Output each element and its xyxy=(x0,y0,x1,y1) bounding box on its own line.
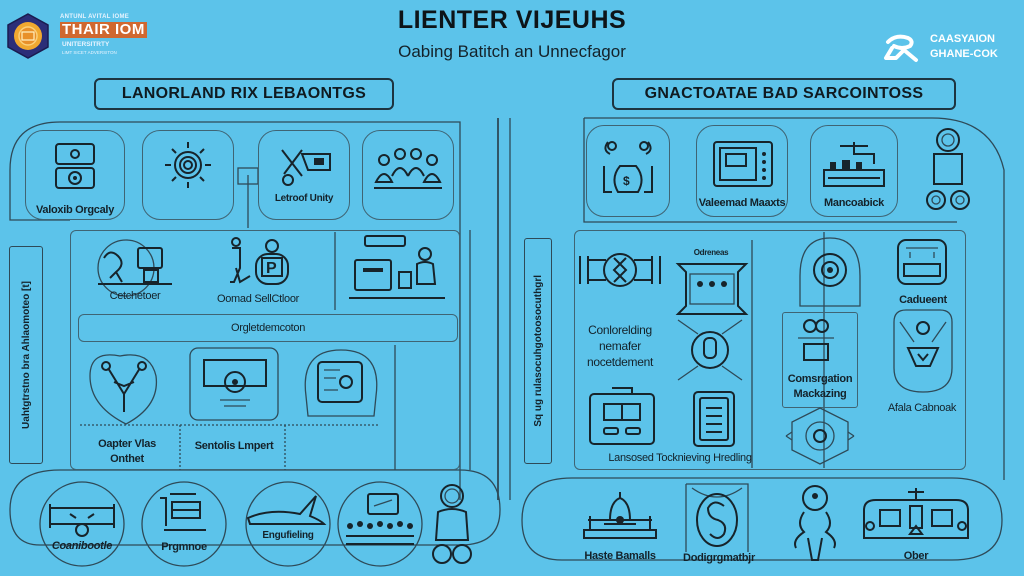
left-logo-line3: UNITERSITRTY xyxy=(62,41,110,48)
temple-building-icon xyxy=(583,492,657,539)
left-top-card-3[interactable] xyxy=(258,130,350,220)
left-panel-heading: LANORLAND RIX LEBAONTGS xyxy=(94,78,394,110)
circuit-board-icon xyxy=(304,349,378,417)
right-grid-label-shield: Afala Cabnoak xyxy=(887,402,957,414)
person-robot-icon: P xyxy=(230,237,289,285)
pipe-valve-icon xyxy=(39,481,125,567)
left-top-label-1: Valoxib Orgcaly xyxy=(35,204,115,216)
left-logo-line4: LIMT SICET ADVERSITON xyxy=(62,50,117,55)
left-top-card-4[interactable] xyxy=(362,130,454,220)
left-middle-dividers xyxy=(80,232,396,470)
right-top-card-1[interactable] xyxy=(586,125,670,217)
left-bar-label: Orgletdemcoton xyxy=(230,322,306,334)
left-middle-label-2: Oomad SellCtloor xyxy=(216,293,299,305)
left-lower-label-1: Oapter Vlas Onthet xyxy=(98,438,156,465)
right-top-card-3[interactable] xyxy=(810,125,898,217)
control-panel-icon xyxy=(55,143,95,189)
right-middle-container xyxy=(574,230,966,470)
right-top-label-2: Valeemad Maaxts xyxy=(698,197,786,209)
airplane-icon xyxy=(245,481,331,567)
server-panel-icon xyxy=(897,239,947,285)
workstation-icon xyxy=(349,235,445,299)
camera-eye-icon xyxy=(189,347,279,421)
left-panel-heading-text: LANORLAND RIX LEBAONTGS xyxy=(121,85,367,102)
robot-figure-icon xyxy=(926,128,970,210)
left-middle-container xyxy=(70,230,460,470)
shield-face-icon xyxy=(677,319,743,381)
left-side-tab[interactable]: Uahtgtrstno bra Ahlaomoteo [t] xyxy=(9,246,43,464)
dashboard-screen-icon xyxy=(675,263,749,315)
crowd-laptop-icon xyxy=(337,481,423,567)
right-grid-label-server: Cadueent xyxy=(899,294,947,306)
right-logo-line2: GHANE-COK xyxy=(930,48,998,60)
people-box-icon xyxy=(798,319,834,361)
left-bottom-label-1: Coanibootle xyxy=(51,540,113,552)
right-logo-line1: CAASYAION xyxy=(930,33,995,45)
right-grid-label-people: Comsrgation Mackazing xyxy=(787,373,853,400)
right-bottom-label-1: Haste Bamalls xyxy=(584,550,656,562)
graduate-cap-icon xyxy=(884,34,918,62)
right-bottom-label-4: Ober xyxy=(903,550,929,562)
left-bar[interactable]: Orgletdemcoton xyxy=(78,314,458,342)
left-logo-line2: THAIR IOM xyxy=(60,21,147,38)
gear-target-icon xyxy=(799,237,861,307)
left-bottom-label-2: Prgmnoe xyxy=(161,541,207,553)
tablet-window-icon xyxy=(589,387,655,445)
factory-line-icon xyxy=(823,142,885,187)
document-stack-icon xyxy=(141,481,227,567)
document-lines-icon xyxy=(693,391,735,447)
train-vehicle-icon xyxy=(863,488,969,539)
right-side-tab[interactable]: Sq ug rulasocuhgotoosocuthgrl xyxy=(524,238,552,464)
left-middle-label-1: Cetchetoer xyxy=(109,290,161,302)
left-top-label-3: Letroof Unity xyxy=(274,193,334,204)
left-top-card-2[interactable] xyxy=(142,130,234,220)
page-subtitle: Oabing Batitch an Unnecfagor xyxy=(398,42,626,61)
pipe-link-icon xyxy=(579,253,661,287)
left-bottom-label-3: Engufieling xyxy=(262,530,314,541)
shield-person-icon xyxy=(893,309,953,393)
tools-sign-icon xyxy=(281,149,331,186)
right-side-tab-label: Sq ug rulasocuhgotoosocuthgrl xyxy=(532,275,544,427)
right-grid-caption: Lansosed Tocknieving Hredling xyxy=(608,452,752,464)
right-bottom-label-2: Dodigrgmatbjr xyxy=(683,552,755,564)
astronaut-icon xyxy=(432,484,472,564)
person-computer-icon xyxy=(97,239,172,297)
left-panel-frame xyxy=(9,118,511,546)
left-logo-line1: ANTUNL AVITAL IOME xyxy=(60,14,130,20)
right-panel-heading-text: GNACTOATAE BAD SARCOINTOSS xyxy=(644,85,924,102)
svg-text:$: $ xyxy=(623,174,630,188)
hexagon-emblem-icon xyxy=(7,13,49,59)
monitor-device-icon xyxy=(713,141,773,187)
spiral-s-icon xyxy=(685,483,749,552)
page-title: LIENTER VIJEUHS xyxy=(397,6,627,34)
right-logo: CAASYAION GHANE-COK xyxy=(882,30,1022,70)
right-panel-frame xyxy=(521,117,1005,561)
team-group-icon xyxy=(374,148,442,189)
gear-sun-icon xyxy=(165,142,211,188)
money-bag-icon: $ xyxy=(603,141,653,193)
heart-tree-icon xyxy=(89,354,158,425)
left-lower-label-2: Sentolis Lmpert xyxy=(194,440,274,452)
right-grid-label-2: Odreneas xyxy=(693,248,729,257)
right-grid-label-1: Conlorelding nemafer nocetdement xyxy=(586,323,654,369)
left-logo: ANTUNL AVITAL IOME THAIR IOM UNITERSITRT… xyxy=(4,10,164,62)
left-top-card-1[interactable] xyxy=(25,130,125,220)
network-hexagon-icon xyxy=(785,407,855,465)
right-top-label-3: Mancoabick xyxy=(824,197,884,209)
character-figure-icon xyxy=(794,485,836,561)
right-panel-heading: GNACTOATAE BAD SARCOINTOSS xyxy=(612,78,956,110)
svg-text:P: P xyxy=(266,260,277,277)
right-top-card-2[interactable] xyxy=(696,125,788,217)
